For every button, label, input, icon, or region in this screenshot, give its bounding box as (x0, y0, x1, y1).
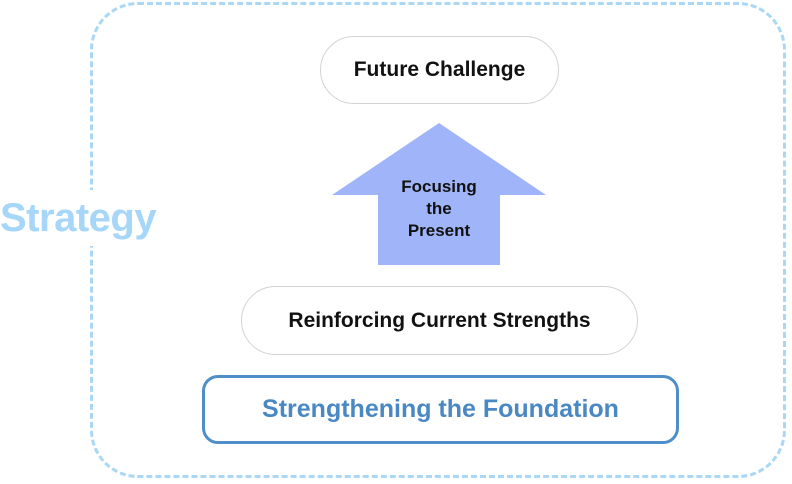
arrow-label-line-1: Focusing (401, 177, 477, 196)
arrow-label: Focusing the Present (378, 176, 500, 242)
current-strengths-box: Reinforcing Current Strengths (241, 286, 638, 355)
foundation-box: Strengthening the Foundation (202, 375, 679, 444)
current-strengths-label: Reinforcing Current Strengths (288, 308, 591, 332)
arrow-label-line-3: Present (407, 221, 471, 240)
future-challenge-label: Future Challenge (353, 58, 526, 81)
arrow-shape (332, 123, 546, 265)
arrow-label-line-2: the (426, 199, 452, 218)
foundation-label: Strengthening the Foundation (262, 395, 619, 423)
up-arrow-icon (332, 123, 546, 265)
strategy-label: Strategy (0, 190, 163, 246)
future-challenge-box: Future Challenge (320, 36, 559, 104)
